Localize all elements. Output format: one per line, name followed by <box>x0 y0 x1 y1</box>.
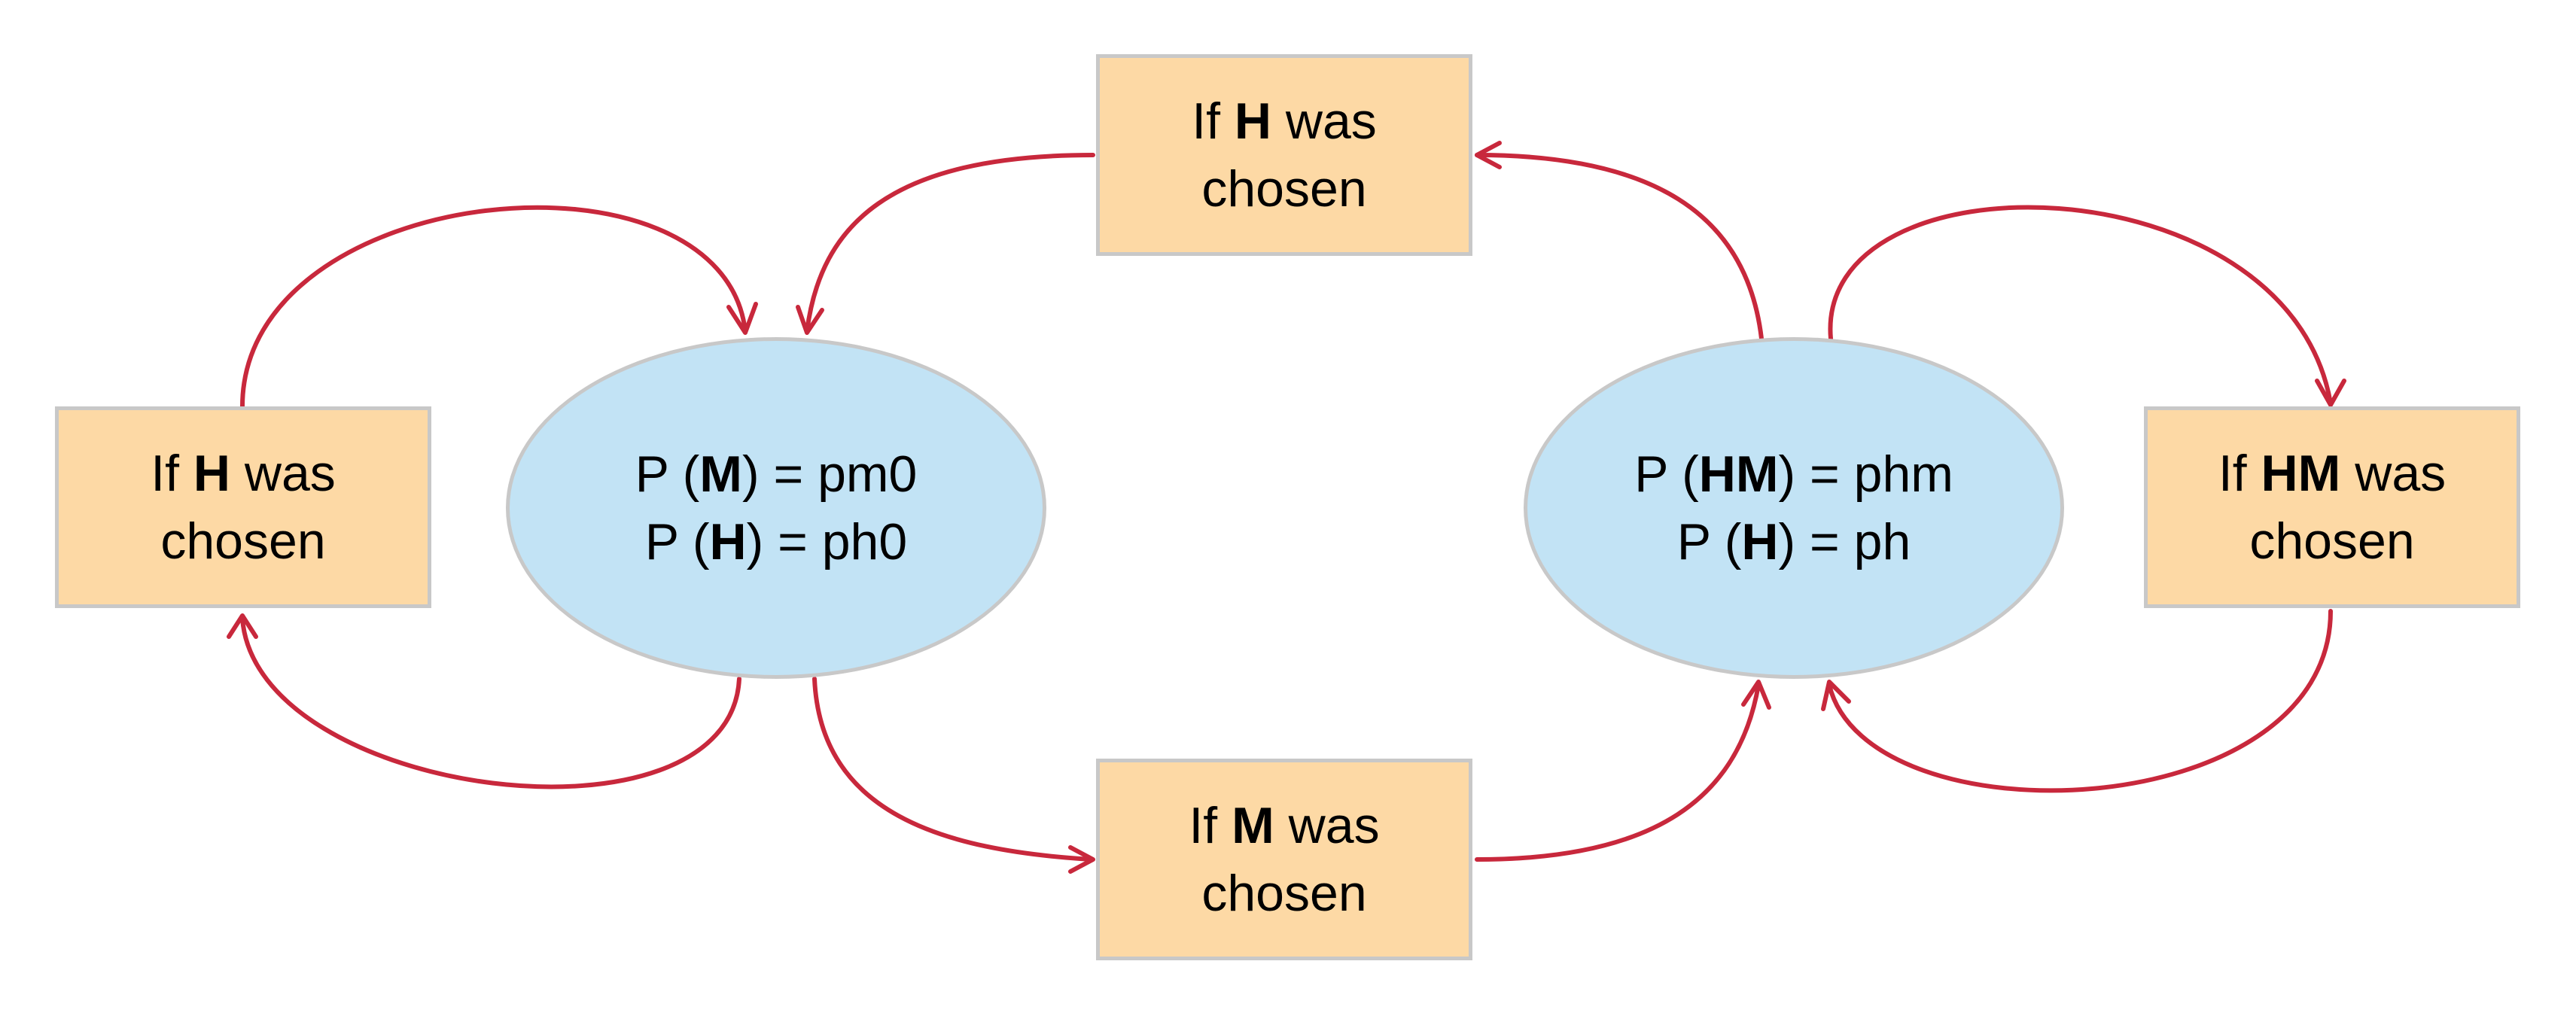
box-bottom-line2: chosen <box>1201 865 1367 922</box>
state-ellipse-right: P (HM) = phm P (H) = ph <box>1524 337 2064 679</box>
arrow-right-state-to-top-box <box>1475 153 1764 341</box>
box-if-hm-chosen-right: If HM was chosen <box>2144 406 2520 608</box>
arrow-right-state-to-right-box <box>1828 205 2333 406</box>
arrow-bottom-box-to-right-state <box>1475 683 1761 862</box>
arrow-left-state-to-bottom-box <box>812 677 1094 862</box>
arrow-left-box-to-left-state <box>240 205 748 409</box>
box-bottom-line1: If M was <box>1189 797 1380 854</box>
arrowhead-right-state-bottom-b <box>1821 680 1851 711</box>
box-left-line1: If H was <box>151 445 336 502</box>
box-right-line1: If HM was <box>2218 445 2447 502</box>
arrow-right-box-to-right-state <box>1827 609 2333 793</box>
arrow-left-state-to-left-box <box>240 616 741 789</box>
arrowhead-left-state-top-b <box>796 305 824 335</box>
arrowhead-top-box-right <box>1475 141 1502 169</box>
arrow-top-box-to-left-state <box>805 153 1095 333</box>
state-right-line1: P (HM) = phm <box>1634 446 1953 503</box>
state-right-line2: P (H) = ph <box>1676 513 1911 570</box>
arrowhead-right-box-top <box>2315 379 2346 407</box>
box-if-m-chosen-bottom: If M was chosen <box>1096 759 1472 960</box>
box-right-line2: chosen <box>2249 513 2415 570</box>
arrowhead-bottom-box-left <box>1068 845 1095 874</box>
state-left-line1: P (M) = pm0 <box>635 446 918 503</box>
arrowhead-right-state-bottom-a <box>1741 680 1771 710</box>
state-left-line2: P (H) = ph0 <box>644 513 908 570</box>
box-if-h-chosen-top: If H was chosen <box>1096 54 1472 256</box>
arrowhead-left-box-bottom <box>227 613 258 639</box>
box-top-line2: chosen <box>1201 160 1367 217</box>
arrowhead-left-state-top-a <box>726 302 758 335</box>
box-left-line2: chosen <box>160 513 326 570</box>
box-top-line1: If H was <box>1192 93 1377 150</box>
box-if-h-chosen-left: If H was chosen <box>55 406 431 608</box>
state-ellipse-left: P (M) = pm0 P (H) = ph0 <box>506 337 1046 679</box>
